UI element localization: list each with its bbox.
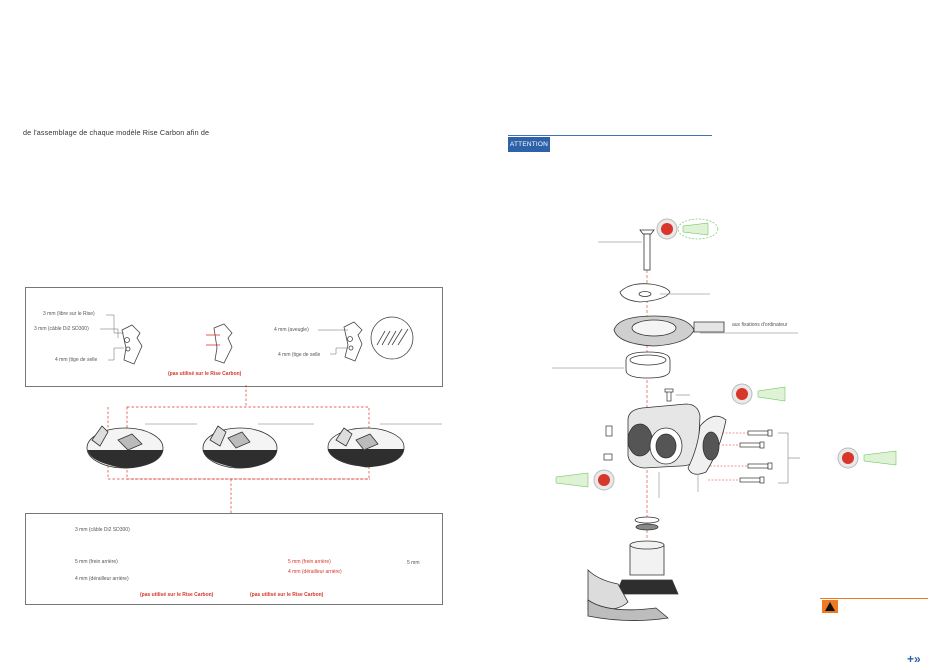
attention-badge: ATTENTION — [508, 137, 550, 152]
note-not-used-bottom-2: (pas utilisé sur le Rise Carbon) — [250, 592, 324, 598]
attention-rule — [508, 135, 712, 136]
label-red-5mm-frein: 5 mm (frein arrière) — [288, 559, 331, 565]
label-4mm-tige-left: 4 mm (tige de selle — [55, 357, 98, 363]
note-not-used-top: (pas utilisé sur le Rise Carbon) — [168, 371, 242, 377]
stem-icon — [627, 403, 701, 469]
torque-wrench-icon — [837, 447, 897, 469]
label-computer-mount: aux fixations d'ordinateur — [732, 322, 788, 328]
bottom-dropout-box — [25, 513, 443, 605]
top-bolt-icon — [639, 229, 655, 271]
hanger-plate-left-icon — [86, 425, 164, 469]
next-page-icon[interactable]: +» — [907, 652, 921, 666]
label-bottom-5mm: 5 mm — [407, 560, 420, 566]
torque-wrench-icon — [656, 218, 719, 240]
faceplate-bolts — [739, 429, 773, 484]
headset-bearing-icon — [634, 516, 660, 531]
label-4mm-tige-right: 4 mm (tige de selle — [278, 352, 321, 358]
warning-rule — [820, 598, 928, 599]
label-bottom-3mm-di2: 3 mm (câble Di2 SD300) — [75, 527, 130, 533]
torque-wrench-icon — [731, 383, 786, 405]
hanger-plate-middle-icon — [202, 425, 278, 469]
label-3mm-libre: 3 mm (libre sur le Rise) — [43, 311, 95, 317]
computer-mount-icon — [613, 315, 725, 347]
torque-wrench-icon — [555, 469, 615, 491]
zoom-detail-icon — [370, 316, 414, 360]
frame-head-tube-icon — [587, 540, 679, 621]
stem-faceplate-icon — [687, 415, 727, 475]
label-3mm-di2: 3 mm (câble Di2 SD300) — [34, 326, 89, 332]
spacer-ring-icon — [625, 351, 671, 379]
label-bottom-5mm-frein: 5 mm (frein arrière) — [75, 559, 118, 565]
hanger-plate-right-icon — [327, 427, 405, 468]
intro-text: de l'assemblage de chaque modèle Rise Ca… — [23, 128, 210, 137]
warning-badge — [822, 600, 838, 613]
dropout-left-icon — [121, 324, 143, 365]
note-not-used-bottom-1: (pas utilisé sur le Rise Carbon) — [140, 592, 214, 598]
top-cap-icon — [619, 283, 671, 303]
dropout-right-icon — [343, 321, 363, 362]
label-4mm-aveugle: 4 mm (aveugle) — [274, 327, 309, 333]
label-bottom-4mm-derailleur: 4 mm (dérailleur arrière) — [75, 576, 129, 582]
dropout-middle-icon — [213, 323, 233, 364]
label-red-4mm-derailleur: 4 mm (dérailleur arrière) — [288, 569, 342, 575]
warning-triangle-icon — [825, 602, 835, 611]
